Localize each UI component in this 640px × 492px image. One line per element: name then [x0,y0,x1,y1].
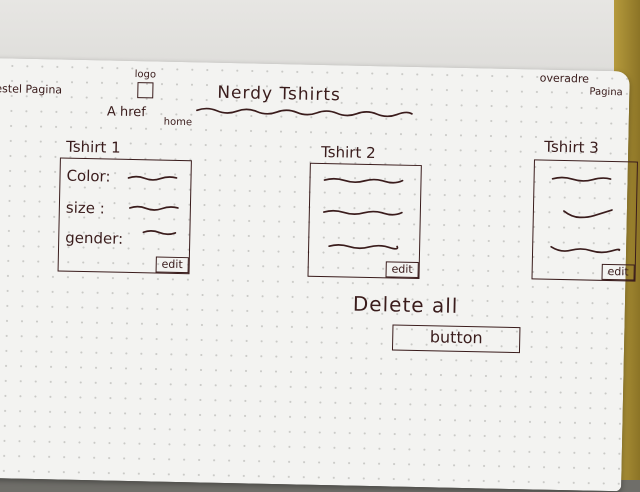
tshirt-card-2: edit [307,162,422,280]
card-title-2: Tshirt 2 [320,142,376,163]
logo-label: logo [134,69,157,81]
value-line [127,175,178,181]
field-label-color: Color: [66,166,111,186]
edit-button-3[interactable]: edit [601,263,635,281]
tshirt-card-3: edit [531,159,638,282]
tshirt-card-1: Color: size : gender: edit [57,157,192,275]
card-title-1: Tshirt 1 [65,137,121,157]
value-line [563,209,613,219]
value-line [323,177,404,184]
home-link[interactable]: A href [106,104,146,121]
nav-link-right[interactable]: overadre [539,71,590,86]
value-line [550,245,621,254]
value-line [129,205,179,211]
delete-all-label: Delete all [352,291,459,318]
value-line [328,244,399,250]
field-label-size: size : [65,198,105,218]
edit-button-1[interactable]: edit [155,256,189,274]
value-line [551,176,612,182]
edit-button-2[interactable]: edit [385,261,419,279]
logo-placeholder [137,82,154,99]
card-title-3: Tshirt 3 [544,137,599,157]
value-line [142,230,177,236]
page-title: Nerdy Tshirts [217,82,342,106]
nav-link-left[interactable]: estel Pagina [0,82,63,97]
title-underline [196,107,413,118]
field-label-gender: gender: [65,228,124,248]
nav-link-right-line2[interactable]: Pagina [589,86,623,99]
notebook-page: estel Pagina logo A href home Nerdy Tshi… [0,58,638,492]
delete-all-button[interactable]: button [391,324,521,354]
home-note: home [163,116,193,129]
value-line [322,209,403,216]
